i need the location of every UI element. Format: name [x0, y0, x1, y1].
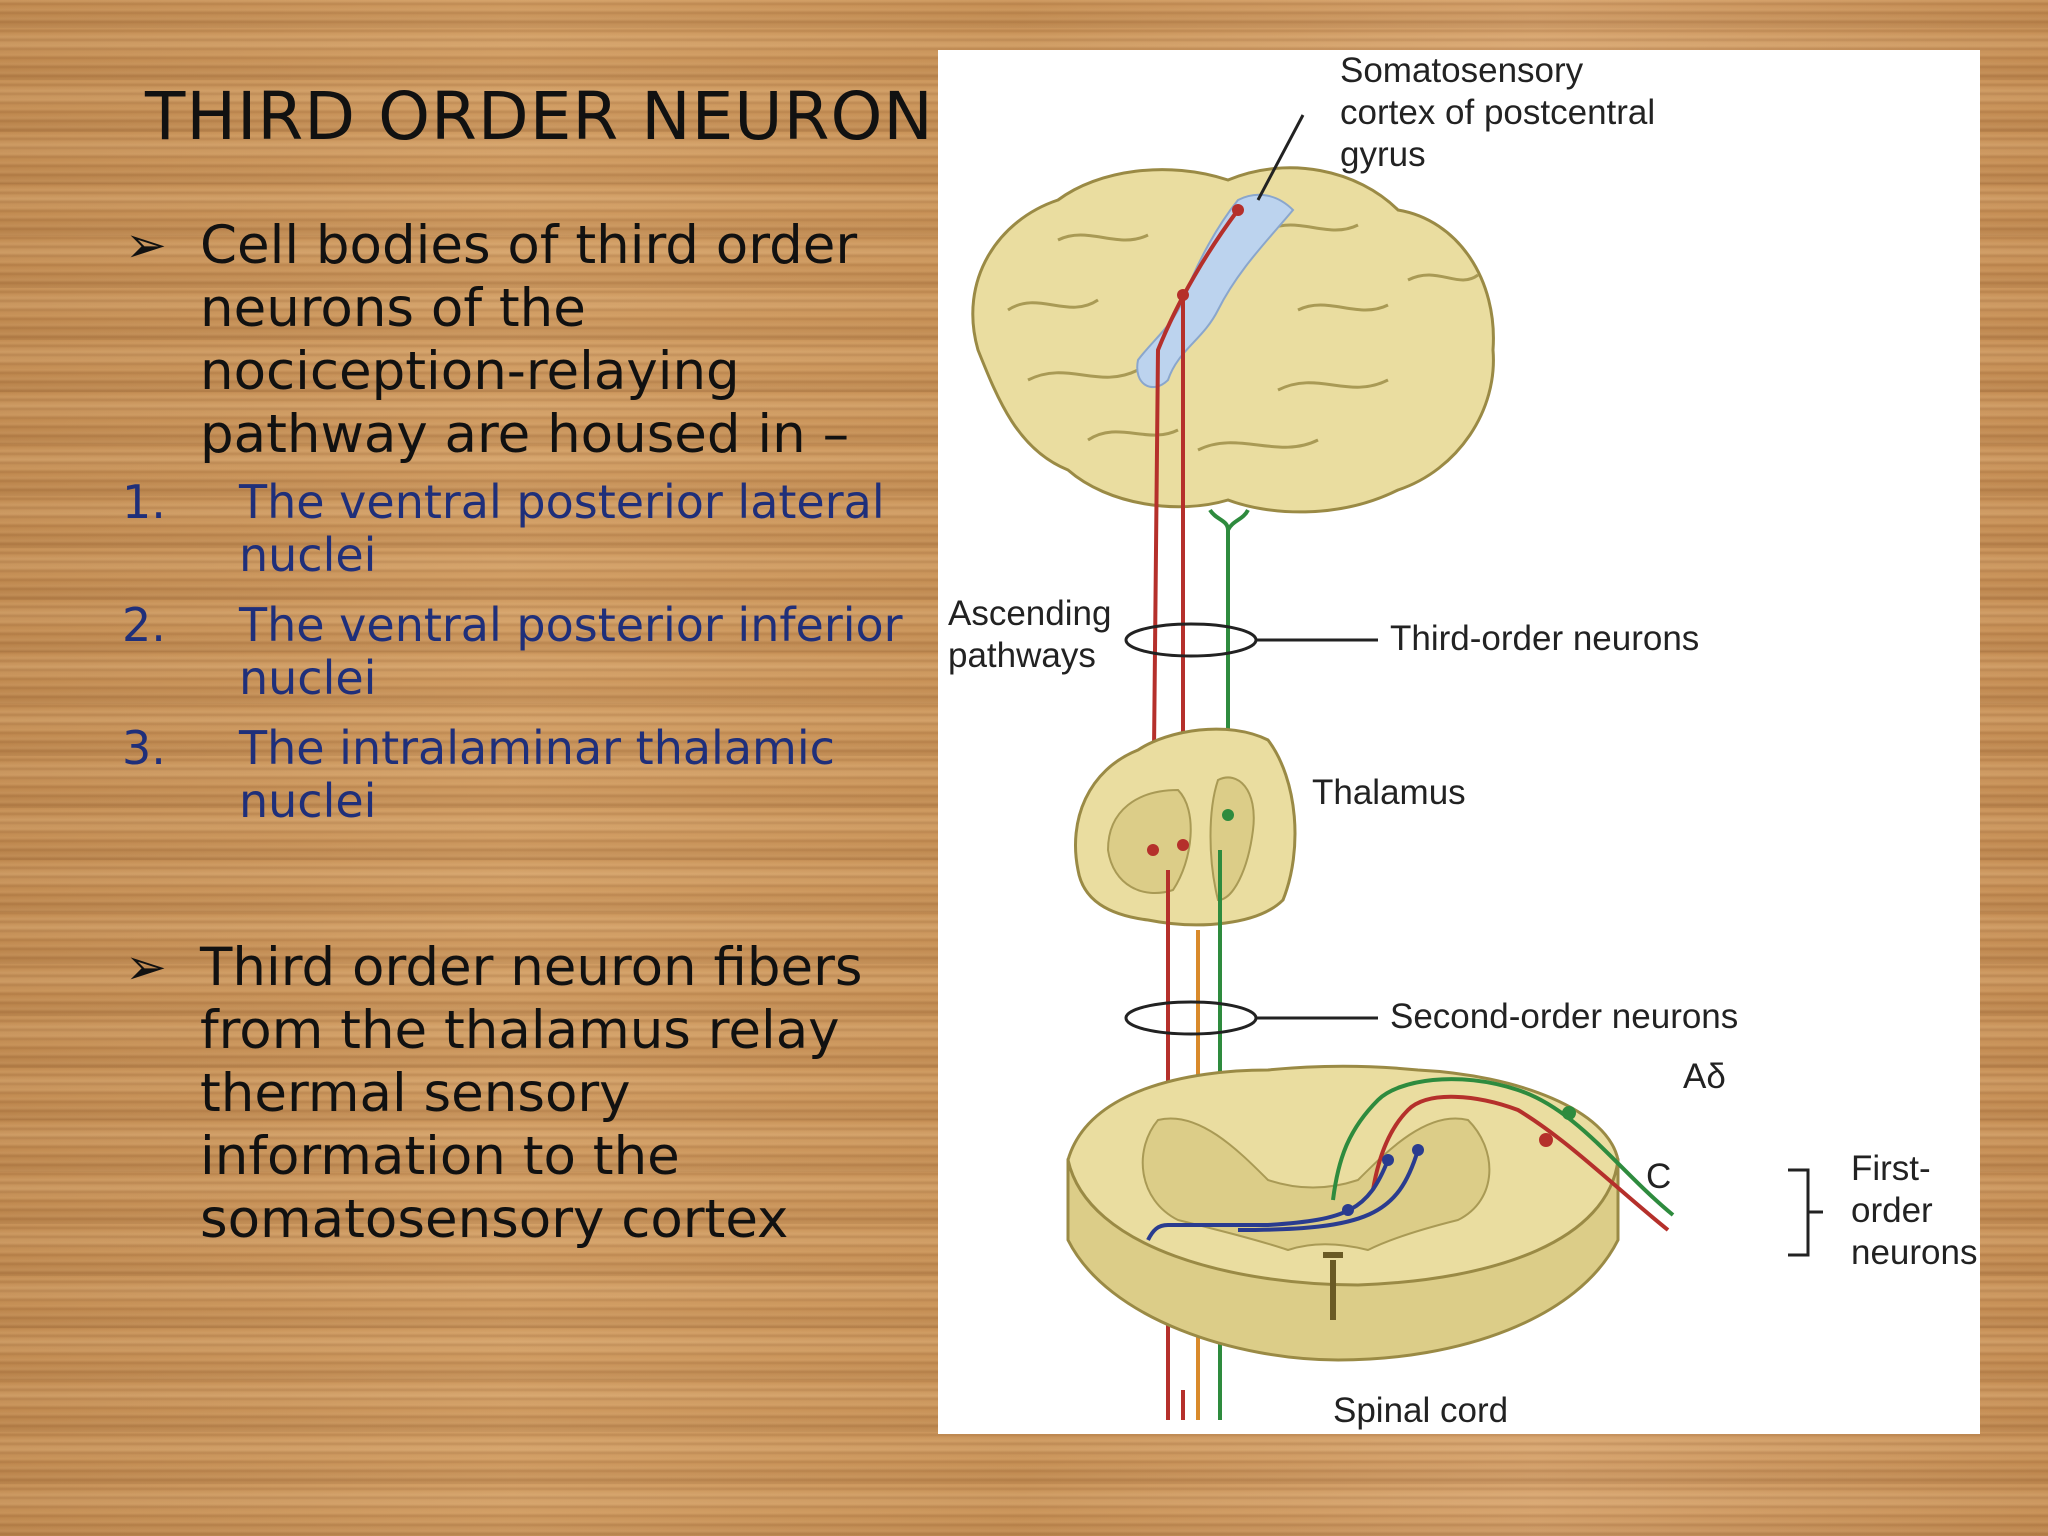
label-third-order: Third-order neurons: [1390, 619, 1700, 658]
central-canal: [1323, 1252, 1343, 1320]
label-cortex-text: Somatosensory cortex of postcentral gyru…: [1340, 51, 1656, 174]
blue-cell-body: [1342, 1204, 1354, 1216]
bullet-cell-bodies: ➢ Cell bodies of third order neurons of …: [125, 214, 915, 466]
arrow-bullet-icon: ➢: [125, 938, 167, 996]
list-item: 2. The ventral posterior inferior nuclei: [122, 599, 922, 705]
bullet-text: Third order neuron fibers from the thala…: [200, 937, 863, 1250]
spinal-cord-illustration: [1066, 1064, 1620, 1287]
thalamus-inner: [1106, 788, 1192, 895]
blue-cell-body: [1382, 1154, 1394, 1166]
list-item-text: The ventral posterior lateral nuclei: [239, 475, 885, 582]
blue-second-order: [1146, 1149, 1420, 1241]
list-item-number: 1.: [122, 475, 166, 529]
pathway-diagram: [971, 114, 1823, 1420]
red-first-order: [1371, 1094, 1670, 1232]
list-item-text: The intralaminar thalamic nuclei: [239, 721, 835, 828]
bullet-text: Cell bodies of third order neurons of th…: [200, 215, 858, 465]
list-item: 1. The ventral posterior lateral nuclei: [122, 476, 922, 582]
label-spinal-cord: Spinal cord: [1333, 1391, 1509, 1430]
label-second-order: Second-order neurons: [1390, 997, 1739, 1036]
label-thalamus: Thalamus: [1312, 773, 1466, 812]
label-c-fiber: C: [1646, 1157, 1672, 1196]
thalamus-cell-body: [1222, 809, 1234, 821]
label-cortex: Somatosensory cortex of postcentral gyru…: [1340, 50, 1680, 176]
list-item-number: 3.: [122, 721, 166, 775]
thalamus-cell-body: [1147, 844, 1159, 856]
red-cell-body: [1177, 289, 1189, 301]
c-fiber-marker: [1539, 1133, 1553, 1147]
list-item-text: The ventral posterior inferior nuclei: [239, 598, 903, 705]
label-first-order: First- order neurons: [1851, 1149, 1978, 1272]
blue-cell-body: [1412, 1144, 1424, 1156]
cortex-pointer-line: [1256, 114, 1305, 201]
thalamus-cell-body: [1177, 839, 1189, 851]
brain-illustration: [971, 166, 1495, 514]
nuclei-list: 1. The ventral posterior lateral nuclei …: [122, 476, 922, 845]
a-delta-marker: [1562, 1106, 1576, 1120]
brain-folds: [1007, 223, 1479, 452]
red-fiber-1: [1151, 208, 1240, 851]
second-order-ring: [1124, 1000, 1258, 1036]
list-item-number: 2.: [122, 598, 166, 652]
list-item: 3. The intralaminar thalamic nuclei: [122, 722, 922, 828]
bullet-thermal-relay: ➢ Third order neuron fibers from the tha…: [125, 936, 915, 1251]
green-first-order: [1331, 1077, 1675, 1217]
red-cell-body: [1232, 204, 1244, 216]
slide-title: THIRD ORDER NEURON: [145, 78, 934, 155]
label-a-delta: Aδ: [1683, 1057, 1726, 1096]
label-ascending-pathways: Ascending pathways: [948, 594, 1112, 675]
arrow-bullet-icon: ➢: [125, 216, 167, 274]
pain-pathway-figure: Somatosensory cortex of postcentral gyru…: [938, 50, 1980, 1434]
first-order-bracket: [1788, 1168, 1823, 1257]
